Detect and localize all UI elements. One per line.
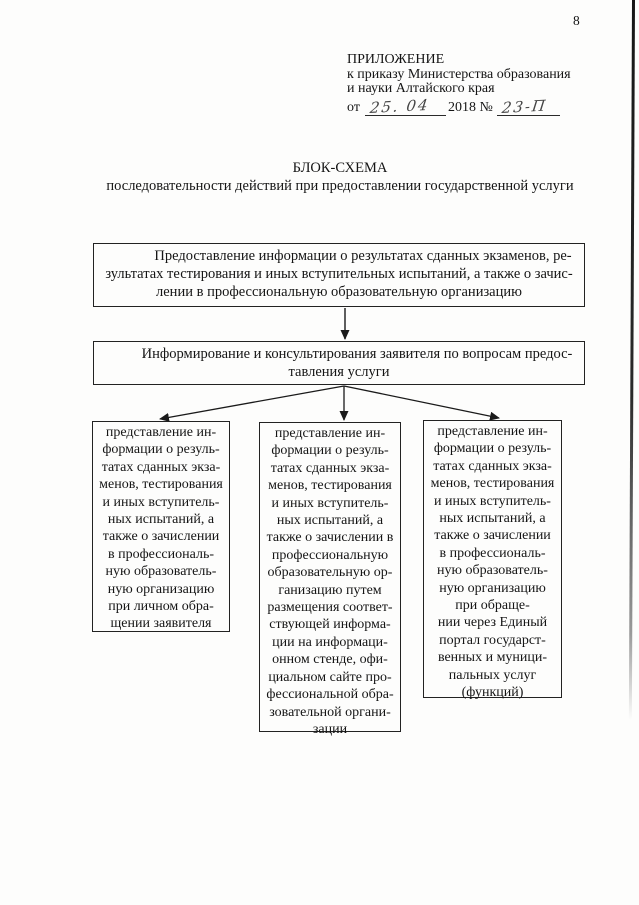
flowchart-box-informing: Информирование и консультирования заявит… [93, 341, 585, 385]
scan-edge-artifact [628, 0, 635, 720]
handwritten-date: 25. 04 [368, 95, 431, 118]
number-blank-underline: 23-П [496, 96, 560, 118]
flowchart-box-service: Предоставление информации о результатах … [93, 243, 585, 307]
appendix-order-line2: и науки Алтайского края [347, 81, 495, 97]
flowchart-box-personal-request: представление ин- формации о резуль- тат… [92, 421, 230, 632]
year-and-number-label: 2018 № [447, 100, 493, 116]
flowchart-box-gosuslugi-portal: представление ин- формации о резуль- тат… [423, 420, 562, 700]
appendix-header: ПРИЛОЖЕНИЕ к приказу Министерства образо… [347, 52, 571, 118]
appendix-title: ПРИЛОЖЕНИЕ [347, 52, 445, 67]
appendix-order-line1: к приказу Министерства образования [347, 66, 571, 82]
flowchart-box-info-stand-website: представление ин- формации о резуль- тат… [259, 422, 401, 737]
document-title: БЛОК-СХЕМА последовательности действий п… [40, 159, 639, 195]
handwritten-order-number: 23-П [500, 96, 549, 118]
arrow-box2-to-left [159, 385, 345, 422]
date-prefix-label: от [347, 100, 360, 116]
order-date-line: от 25. 04 2018 № 23-П [347, 95, 571, 118]
title-line2: последовательности действий при предоста… [106, 178, 574, 194]
page-number: 8 [573, 13, 580, 28]
date-blank-underline: 25. 04 [364, 95, 446, 118]
arrow-box2-to-right [343, 385, 500, 421]
title-line1: БЛОК-СХЕМА [292, 160, 388, 176]
